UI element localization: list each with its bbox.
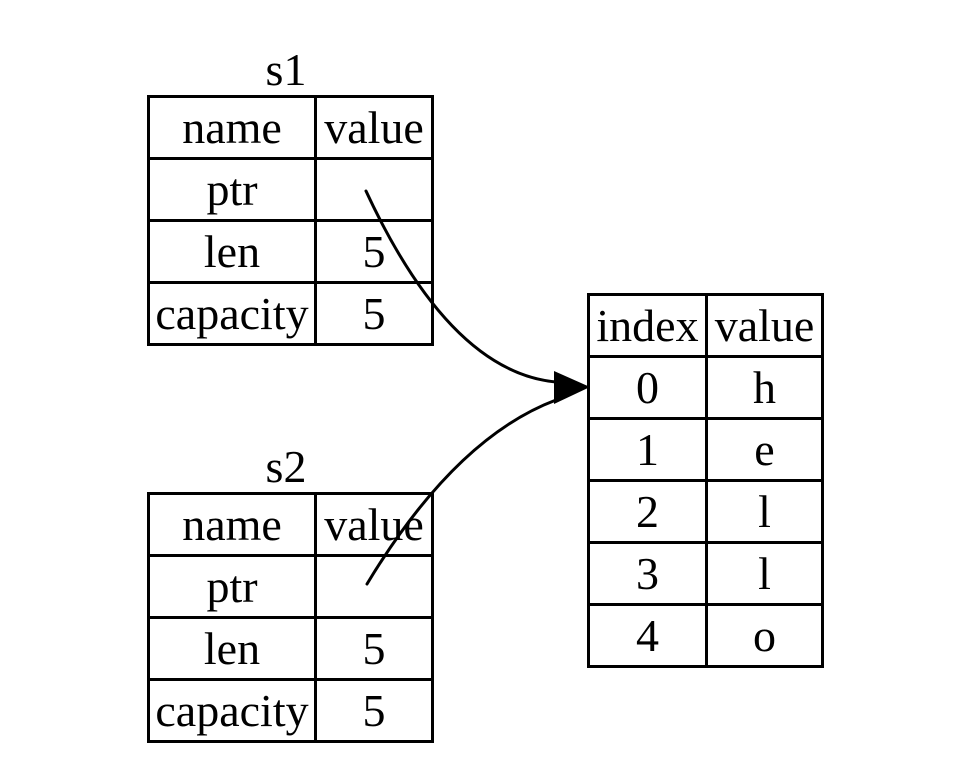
heap-value-1: e: [705, 417, 824, 482]
table-row: capacity 5: [147, 281, 434, 346]
heap-index-3: 3: [587, 541, 708, 606]
s1-group: s1 name value ptr len 5 capacity 5: [147, 44, 434, 346]
table-row: 4 o: [587, 603, 824, 668]
s1-title: s1: [265, 44, 307, 95]
table-row: 2 l: [587, 479, 824, 544]
heap-group: index value 0 h 1 e 2 l 3 l: [587, 293, 824, 668]
s1-len-label: len: [147, 219, 317, 284]
table-row: len 5: [147, 616, 434, 681]
heap-header-row: index value: [587, 293, 824, 358]
s1-capacity-value: 5: [314, 281, 434, 346]
heap-header-value: value: [705, 293, 824, 358]
s1-header-name: name: [147, 95, 317, 160]
s2-header-name: name: [147, 492, 317, 557]
s2-ptr-label: ptr: [147, 554, 317, 619]
heap-index-4: 4: [587, 603, 708, 668]
heap-value-2: l: [705, 479, 824, 544]
s2-header-value: value: [314, 492, 434, 557]
s2-table: name value ptr len 5 capacity 5: [147, 492, 434, 743]
heap-header-index: index: [587, 293, 708, 358]
table-row: capacity 5: [147, 678, 434, 743]
table-row: 0 h: [587, 355, 824, 420]
s2-title: s2: [265, 441, 307, 492]
s1-ptr-label: ptr: [147, 157, 317, 222]
arrowhead-icon: [554, 371, 590, 404]
table-row: ptr: [147, 157, 434, 222]
s2-capacity-value: 5: [314, 678, 434, 743]
s2-len-value: 5: [314, 616, 434, 681]
s2-capacity-label: capacity: [147, 678, 317, 743]
heap-table: index value 0 h 1 e 2 l 3 l: [587, 293, 824, 668]
s2-group: s2 name value ptr len 5 capacity 5: [147, 441, 434, 743]
heap-value-0: h: [705, 355, 824, 420]
s2-header-row: name value: [147, 492, 434, 557]
s1-len-value: 5: [314, 219, 434, 284]
heap-index-0: 0: [587, 355, 708, 420]
heap-value-3: l: [705, 541, 824, 606]
s1-ptr-value: [314, 157, 434, 222]
s1-header-row: name value: [147, 95, 434, 160]
table-row: 1 e: [587, 417, 824, 482]
s1-capacity-label: capacity: [147, 281, 317, 346]
table-row: 3 l: [587, 541, 824, 606]
heap-value-4: o: [705, 603, 824, 668]
table-row: len 5: [147, 219, 434, 284]
s1-table: name value ptr len 5 capacity 5: [147, 95, 434, 346]
table-row: ptr: [147, 554, 434, 619]
s1-header-value: value: [314, 95, 434, 160]
s2-len-label: len: [147, 616, 317, 681]
s2-ptr-value: [314, 554, 434, 619]
heap-index-2: 2: [587, 479, 708, 544]
heap-index-1: 1: [587, 417, 708, 482]
